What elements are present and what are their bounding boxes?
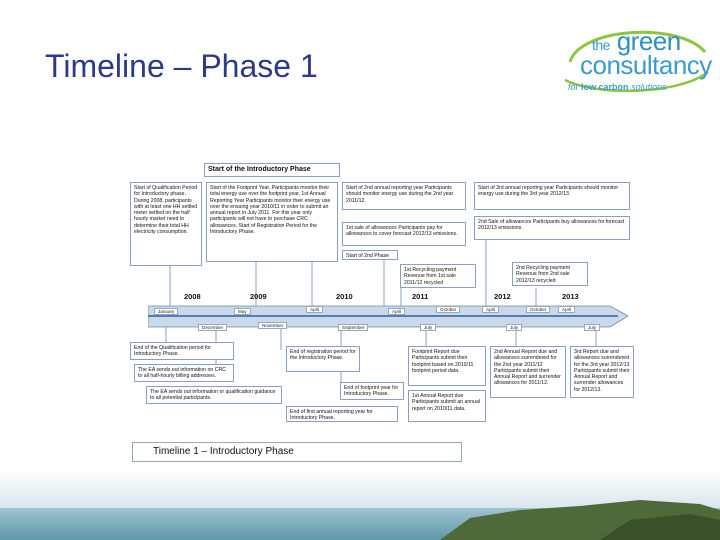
logo-swoosh	[564, 30, 709, 93]
coastal-landscape-image	[0, 470, 720, 540]
month-label: October	[526, 306, 551, 313]
header-box: Start of the Introductory Phase	[204, 163, 340, 177]
logo-the: the	[592, 37, 610, 53]
month-label: April	[558, 306, 576, 313]
first-sale-box: 1st sale of allowances Participants pay …	[342, 222, 466, 246]
logo-tagline-pre: for	[568, 82, 579, 92]
timeline-arrow	[148, 305, 628, 328]
company-logo: the green consultancy for low carbon sol…	[560, 22, 712, 100]
second-sale-box: 2nd Sale of allowances Participants buy …	[474, 216, 630, 240]
timeline-diagram: Start of the Introductory Phase Start of…	[126, 160, 638, 470]
year-label: 2013	[562, 292, 579, 301]
footprint-report-box: Footprint Report due Participants submit…	[408, 346, 486, 386]
end-registration-box: End of registration period for the Intro…	[286, 346, 360, 372]
year-label: 2009	[250, 292, 267, 301]
year-label: 2012	[494, 292, 511, 301]
third-year-box: Start of 3rd annual reporting year Parti…	[474, 182, 630, 210]
logo-consultancy: consultancy	[580, 50, 712, 80]
month-label: April	[388, 308, 406, 315]
year-label: 2010	[336, 292, 353, 301]
month-label: September	[338, 324, 369, 331]
start-2nd-phase-box: Start of 2nd Phase	[342, 250, 398, 260]
month-label: July	[506, 324, 523, 331]
recycling1-box: 1st Recycling payment Revenue from 1st s…	[400, 264, 476, 288]
month-label: November	[258, 322, 288, 329]
second-year-box: Start of 2nd annual reporting year Parti…	[342, 182, 466, 210]
month-label: April	[482, 306, 500, 313]
end-first-reporting-box: End of first annual reporting year for I…	[286, 406, 398, 422]
year-label: 2011	[412, 292, 429, 301]
month-label: January	[154, 308, 179, 315]
third-report-box: 3rd Report due and allowances surrendere…	[570, 346, 634, 398]
year-label: 2008	[184, 292, 201, 301]
slide-title: Timeline – Phase 1	[45, 48, 318, 84]
footprint-box: Start of the Footprint Year. Participant…	[206, 182, 338, 262]
end-qualification-box: End of the Qualification period for Intr…	[130, 342, 234, 360]
month-label: December	[198, 324, 228, 331]
qualification-box: Start of Qualification Period for Introd…	[130, 182, 202, 266]
end-footprint-box: End of footprint year for Introductory P…	[340, 382, 404, 400]
month-label: July	[584, 324, 601, 331]
diagram-caption: Timeline 1 – Introductory Phase	[132, 442, 462, 462]
logo-tagline-bold: low carbon	[581, 82, 629, 92]
recycling2-box: 2nd Recycling payment Revenue from 2nd s…	[512, 262, 588, 286]
logo-tagline-post: solutions	[631, 82, 667, 92]
ea-sends-box: The EA sends out information on CRC to a…	[134, 364, 234, 382]
first-annual-box: 1st Annual Report due Participants submi…	[408, 390, 486, 422]
month-label: April	[306, 306, 324, 313]
month-label: July	[420, 324, 437, 331]
ea-guidance-box: The EA sends out information or qualific…	[146, 386, 282, 404]
month-label: October	[436, 306, 461, 313]
logo-green: green	[616, 26, 682, 56]
month-label: May	[234, 308, 251, 315]
second-annual-box: 2nd Annual Report due and allowances sur…	[490, 346, 566, 398]
